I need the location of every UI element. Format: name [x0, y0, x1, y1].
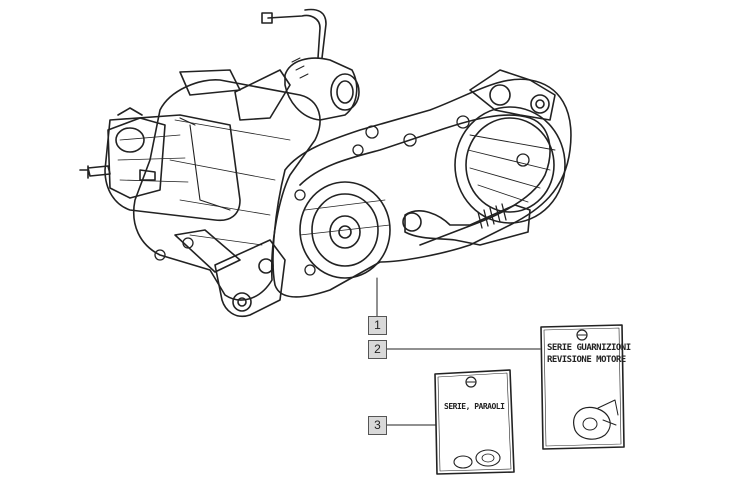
intake-manifold	[234, 69, 291, 121]
rear-mount	[469, 69, 556, 121]
callout-2: 2	[368, 340, 387, 359]
fuel-line	[267, 8, 327, 59]
callout-3: 3	[368, 416, 387, 435]
oil-seal-kit-card	[434, 369, 515, 475]
oil-seal-kit-label: SERIE, PARAOLI	[444, 402, 505, 411]
transmission-cover	[272, 78, 572, 298]
gasket-kit-label-line2: REVISIONE MOTORE	[547, 355, 626, 365]
crankcase	[133, 79, 321, 301]
engine-assembly	[79, 8, 572, 318]
variator-cover	[454, 106, 566, 224]
callout-1: 1	[368, 316, 387, 335]
gasket-kit-label-line1: SERIE GUARNIZIONI	[547, 343, 631, 353]
cylinder-cowl	[104, 114, 241, 222]
carburetor	[284, 57, 358, 121]
spark-plug	[79, 165, 111, 179]
kickstart-lever	[404, 204, 531, 246]
clutch-hub	[299, 181, 391, 279]
cylinder-head	[107, 117, 166, 199]
gasket-kit-card	[540, 324, 625, 450]
engine-mount	[214, 239, 286, 318]
leader-lines	[376, 277, 541, 426]
kickstart-spring	[477, 203, 507, 229]
cover-bolts	[154, 115, 530, 276]
